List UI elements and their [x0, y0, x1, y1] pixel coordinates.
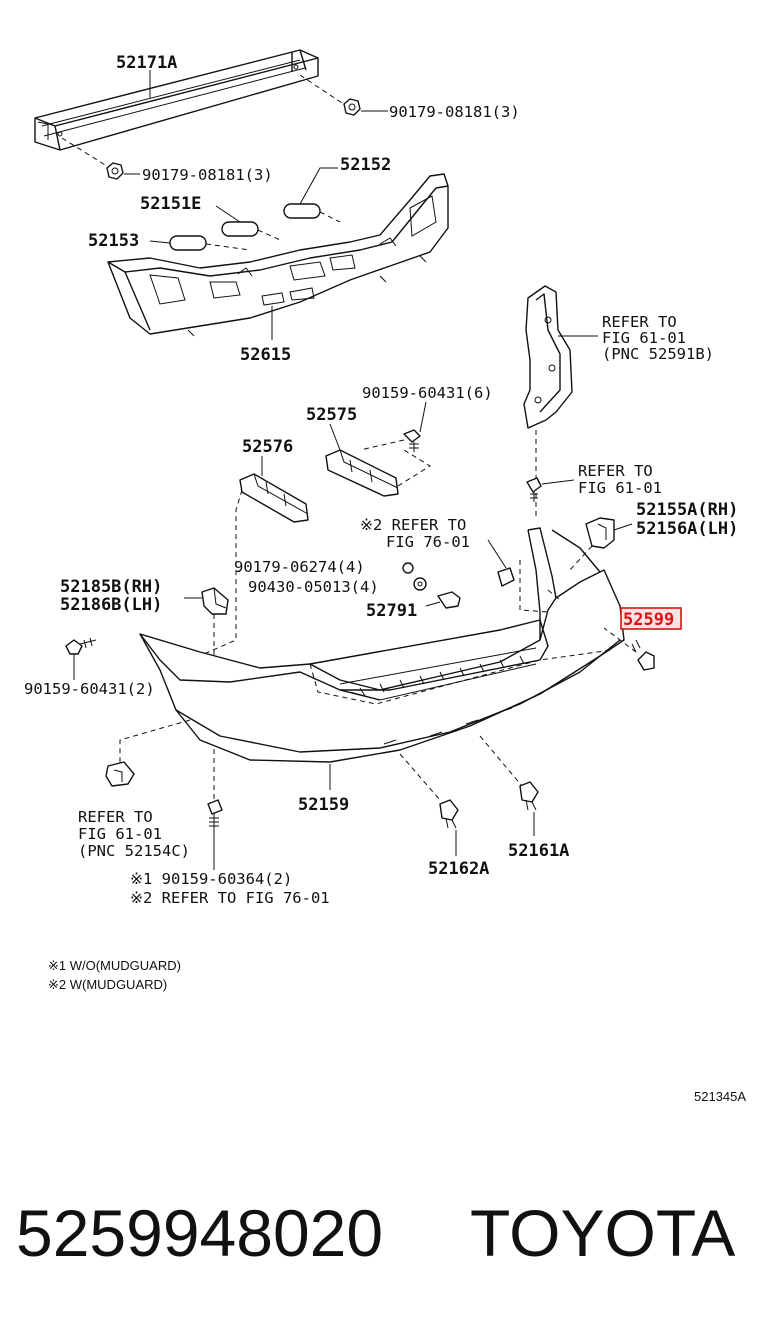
- diagram-code: 521345A: [694, 1089, 746, 1104]
- label-52599: 52599: [623, 610, 674, 630]
- retainer-52576: [189, 473, 309, 661]
- refer-left-line2: FIG 61-01: [78, 825, 162, 843]
- refer-upper-line2: FIG 61-01: [602, 329, 686, 347]
- label-90430-05013: 90430-05013(4): [248, 578, 379, 596]
- note-1: ※1 W/O(MUDGUARD): [48, 958, 181, 973]
- label-52153: 52153: [88, 231, 139, 251]
- label-90179-08181-upper: 90179-08181(3): [389, 103, 520, 121]
- label-52151E: 52151E: [140, 194, 201, 214]
- label-90159-60364: ※1 90159-60364(2): [130, 870, 292, 888]
- refer-762-line1: ※2 REFER TO: [360, 516, 466, 534]
- label-90179-06274: 90179-06274(4): [234, 558, 365, 576]
- label-52155A: 52155A(RH): [636, 500, 738, 520]
- nut-upper: [299, 74, 388, 116]
- label-52152: 52152: [340, 155, 391, 175]
- label-52791: 52791: [366, 601, 417, 621]
- energy-absorber-52615: [107, 173, 449, 337]
- label-90179-08181-lower: 90179-08181(3): [142, 166, 273, 184]
- side-bracket-upper: [523, 285, 573, 429]
- side-retainer-52155A: [569, 517, 633, 571]
- label-52171A: 52171A: [116, 53, 177, 73]
- refer-mid-line2: FIG 61-01: [578, 479, 662, 497]
- note-2: ※2 W(MUDGUARD): [48, 977, 167, 992]
- clip-52162A: [439, 799, 459, 856]
- refer-left-line3: (PNC 52154C): [78, 842, 190, 860]
- clip-52161A: [519, 781, 539, 836]
- clip-52791: [425, 591, 461, 609]
- label-52576: 52576: [242, 437, 293, 457]
- refer-762-line2: FIG 76-01: [386, 533, 470, 551]
- screw-mid-right: [526, 477, 575, 502]
- label-52185B: 52185B(RH): [60, 577, 162, 597]
- label-52156A: 52156A(LH): [636, 519, 738, 539]
- footer-brand: TOYOTA: [470, 1196, 735, 1270]
- refer-upper-line1: REFER TO: [602, 313, 677, 331]
- refer-upper-line3: (PNC 52591B): [602, 345, 714, 363]
- label-52615: 52615: [240, 345, 291, 365]
- label-52161A: 52161A: [508, 841, 569, 861]
- label-52162A: 52162A: [428, 859, 489, 879]
- spacers: [169, 203, 341, 251]
- footer-part-number: 5259948020: [16, 1196, 383, 1270]
- highlight-box-52599: [620, 607, 682, 630]
- label-90159-60431-6: 90159-60431(6): [362, 384, 493, 402]
- reinforcement-bar-52171A: [34, 49, 319, 151]
- refer-left-line1: REFER TO: [78, 808, 153, 826]
- retainer-52575: [325, 449, 431, 497]
- screw-52599: [603, 627, 655, 671]
- bolt-90159-60431-6: [359, 401, 427, 452]
- refer-mid-line1: REFER TO: [578, 462, 653, 480]
- bolt-90159-60431-2: [65, 637, 97, 680]
- label-52575: 52575: [306, 405, 357, 425]
- label-52186B: 52186B(LH): [60, 595, 162, 615]
- screw-90159-60364: [207, 799, 223, 868]
- clip-refer-76-01: [487, 539, 515, 587]
- washers: [402, 562, 427, 591]
- label-52159: 52159: [298, 795, 349, 815]
- refer-fig-76-01: ※2 REFER TO FIG 76-01: [130, 889, 330, 907]
- bracket-lower-left: [105, 761, 135, 787]
- label-90159-60431-2: 90159-60431(2): [24, 680, 155, 698]
- bumper-cover-52159: [119, 527, 625, 801]
- nut-lower: [61, 137, 140, 180]
